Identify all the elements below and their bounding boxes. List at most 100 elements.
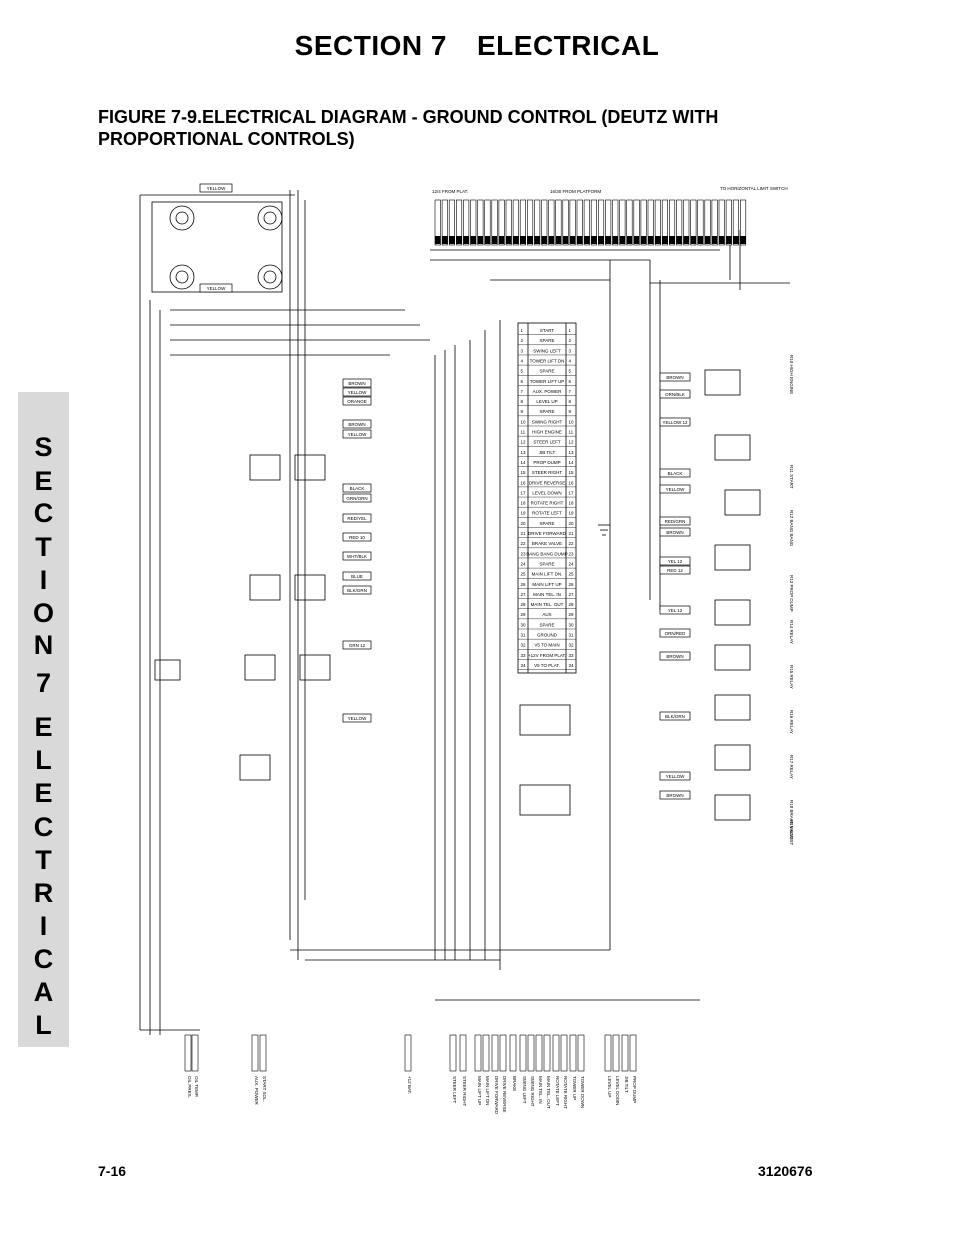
top-terminal-block xyxy=(569,199,576,246)
document-number: 3120676 xyxy=(758,1163,813,1179)
top-terminal-number xyxy=(477,236,484,244)
terminal-label: LEVEL UP xyxy=(536,399,557,404)
terminal-number-right: 11 xyxy=(569,430,574,435)
bottom-terminal-label: DRIVE FORWARD xyxy=(494,1076,499,1115)
figure-caption-line-2: PROPORTIONAL CONTROLS) xyxy=(98,129,355,149)
top-terminal-number xyxy=(541,236,547,244)
terminal-number-right: 20 xyxy=(569,521,575,526)
terminal-number-right: 10 xyxy=(569,419,575,424)
label-from-platform: 16/30 FROM PLATFORM xyxy=(550,189,601,194)
terminal-number-right: 14 xyxy=(569,460,575,465)
relay-label: R15 RELAY xyxy=(789,665,794,689)
top-terminal-block xyxy=(583,199,590,246)
terminal-label: ROTATE RIGHT xyxy=(531,501,564,506)
relay-label: R19 BOOST xyxy=(789,820,794,846)
top-terminal-number xyxy=(740,236,746,244)
terminal-number-right: 6 xyxy=(569,379,572,384)
top-terminal-number xyxy=(527,236,533,244)
top-terminal-number xyxy=(626,236,633,244)
wire-label: BROWN xyxy=(348,381,365,386)
terminal-number-right: 5 xyxy=(569,369,572,374)
wire-label: ORN/RED xyxy=(665,631,687,636)
terminal-label: LEVEL DOWN xyxy=(532,490,561,495)
wire-tag xyxy=(342,396,372,406)
top-terminal-number xyxy=(463,236,469,244)
bottom-terminal-block xyxy=(519,1034,527,1072)
bottom-terminal-block xyxy=(604,1034,612,1072)
terminal-label: JIB TILT xyxy=(539,450,556,455)
wire-tag xyxy=(342,640,372,650)
bottom-terminal-block xyxy=(482,1034,490,1072)
bottom-terminal-label: TOWER UP xyxy=(572,1076,577,1100)
terminal-number-left: 12 xyxy=(521,440,527,445)
wire-label: BROWN xyxy=(666,530,683,535)
terminal-number-right: 1 xyxy=(569,328,572,333)
terminal-label: DRIVE FORWARD xyxy=(528,531,567,536)
top-terminal-block xyxy=(654,199,661,246)
wire-tag xyxy=(342,387,372,397)
bottom-terminal-block xyxy=(449,1034,457,1072)
terminal-label: STEER LEFT xyxy=(533,440,561,445)
wire-tag xyxy=(342,585,372,595)
wire-label: RED/GRN xyxy=(665,519,686,524)
terminal-number-left: 13 xyxy=(521,450,527,455)
top-terminal-block xyxy=(470,199,477,246)
top-terminal-block xyxy=(683,199,690,246)
terminal-number-left: 9 xyxy=(521,409,524,414)
wire-label: RED 10 xyxy=(349,535,365,540)
wire-label: RED 12 xyxy=(667,568,683,573)
wire-label: YEL 12 xyxy=(668,559,683,564)
wire-label: YELLOW xyxy=(348,432,368,437)
terminal-number-left: 34 xyxy=(521,663,527,668)
side-tab-letter: C xyxy=(33,498,54,528)
terminal-label: ROTATE LEFT xyxy=(532,511,562,516)
bottom-terminal-label: AUX. POWER xyxy=(254,1076,259,1106)
terminal-number-left: 17 xyxy=(521,490,527,495)
top-terminal-block xyxy=(576,199,583,246)
top-terminal-number xyxy=(491,236,498,244)
bottom-terminal-label: MAIN TEL. IN xyxy=(538,1076,543,1104)
side-tab-letter: A xyxy=(33,977,54,1007)
bottom-terminal-block xyxy=(612,1034,620,1072)
terminal-number-right: 23 xyxy=(569,551,575,556)
top-terminal-block xyxy=(676,199,683,246)
wire-label: BLK/GRN xyxy=(347,588,367,593)
wire-tag xyxy=(342,429,372,439)
side-tab-letter: E xyxy=(34,778,53,808)
terminal-number-right: 13 xyxy=(569,450,575,455)
top-terminal-block xyxy=(647,199,654,246)
terminal-number-right: 25 xyxy=(569,572,575,577)
top-terminal-block xyxy=(463,199,470,246)
top-terminal-block xyxy=(434,199,441,246)
terminal-number-left: 10 xyxy=(521,419,527,424)
relay-label: R14 RELAY xyxy=(789,620,794,644)
terminal-number-left: 32 xyxy=(521,643,527,648)
top-terminal-block xyxy=(455,199,463,246)
side-tab-letter: T xyxy=(35,532,52,562)
terminal-number-left: 5 xyxy=(521,369,524,374)
wire-label: YEL 12 xyxy=(668,608,683,613)
top-terminal-block xyxy=(477,199,484,246)
top-terminal-block xyxy=(697,199,704,246)
bottom-terminal-label: MAIN LIFT DN xyxy=(485,1076,490,1105)
terminal-number-right: 4 xyxy=(569,358,572,363)
top-terminal-block xyxy=(690,199,697,246)
top-terminal-number xyxy=(520,236,526,244)
bottom-terminal-block xyxy=(499,1034,507,1072)
terminal-number-right: 29 xyxy=(569,612,575,617)
terminal-number-left: 27 xyxy=(521,592,527,597)
terminal-number-left: 29 xyxy=(521,612,527,617)
side-tab-letter: 7 xyxy=(35,668,52,698)
terminal-number-right: 2 xyxy=(569,338,572,343)
bottom-terminal-label: START SOL. xyxy=(262,1076,267,1102)
top-terminal-number xyxy=(449,236,455,244)
bottom-terminal-block xyxy=(184,1034,192,1072)
terminal-number-right: 3 xyxy=(569,348,572,353)
terminal-number-left: 16 xyxy=(521,480,527,485)
top-terminal-number xyxy=(513,236,519,244)
relay-label: R10 HIGH ENGINE xyxy=(789,355,794,394)
figure-caption: FIGURE 7-9.ELECTRICAL DIAGRAM - GROUND C… xyxy=(98,106,798,150)
top-terminal-block xyxy=(619,199,626,246)
terminal-label: MAIN TEL. OUT xyxy=(531,602,564,607)
